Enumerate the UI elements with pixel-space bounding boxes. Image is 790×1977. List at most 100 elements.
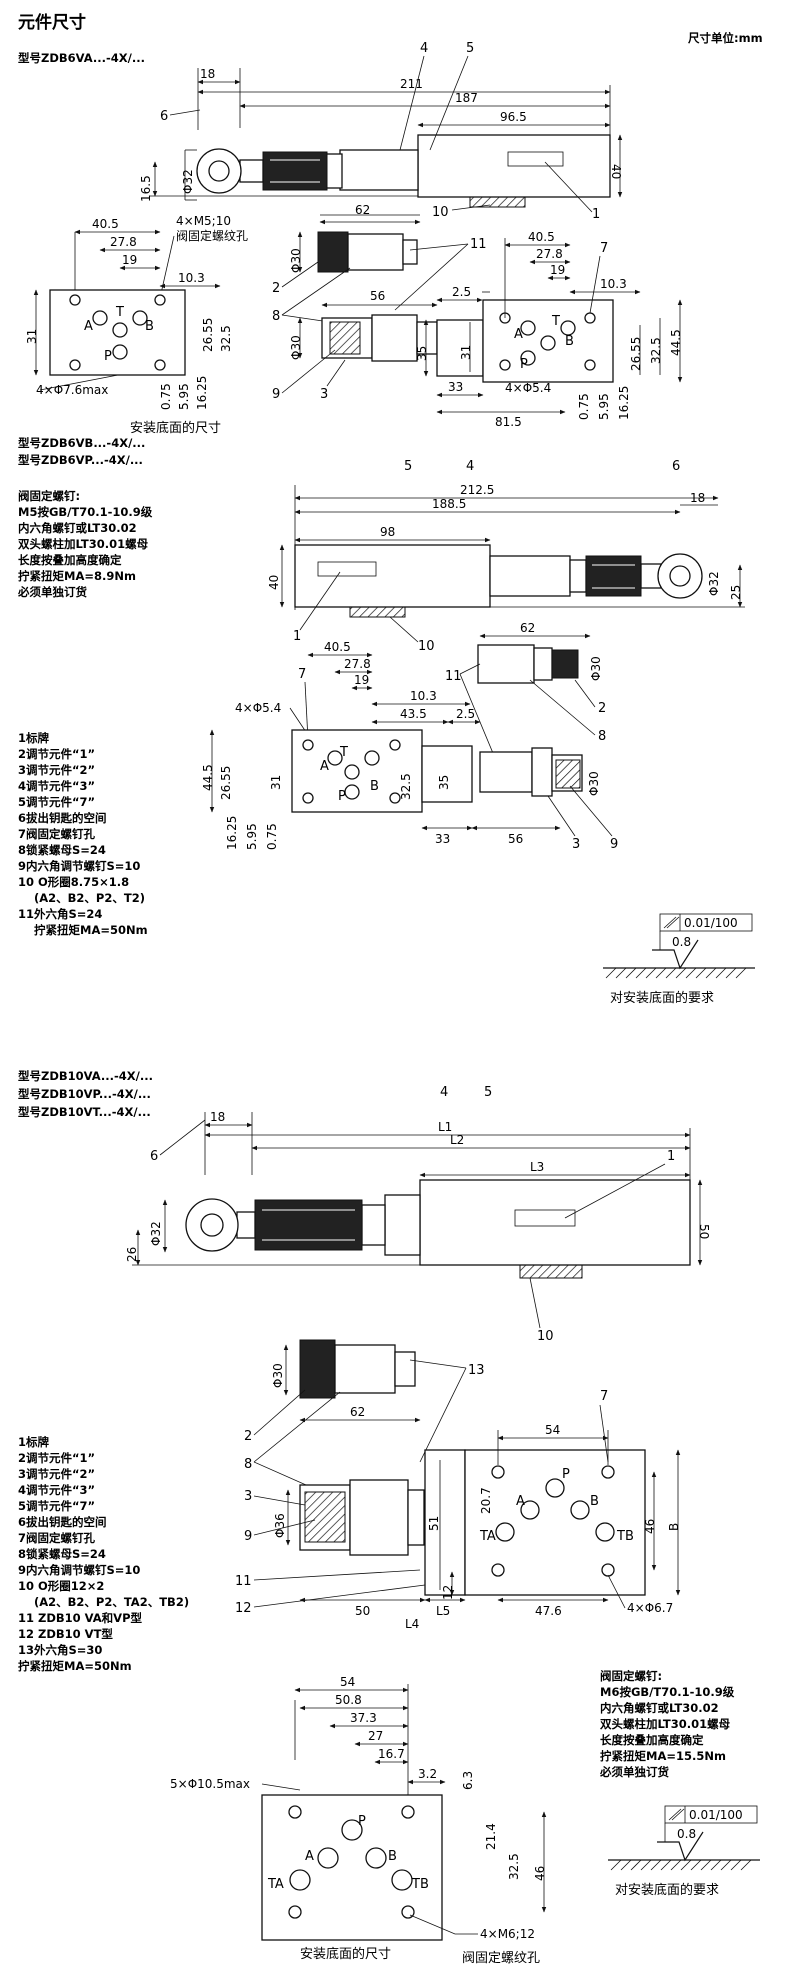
dim-33-s2: 33 [435, 832, 450, 846]
dim-40-s2: 40 [267, 575, 281, 590]
dim-12-s3: 12 [441, 1585, 455, 1600]
side-view-zdb10: 4 5 6 18 L1 L2 L3 50 [125, 1085, 711, 1344]
base-caption-zdb6va: 安装底面的尺寸 [130, 420, 221, 436]
dim-5-95-a: 5.95 [177, 383, 191, 410]
dim-26-55-a: 26.55 [201, 318, 215, 352]
dim-31-a: 31 [25, 329, 39, 344]
legend10-item-8: 9内六角调节螺钉S=10 [18, 1563, 140, 1577]
dim-56-s2: 56 [508, 832, 523, 846]
dim-50-s3-b: 50 [355, 1604, 370, 1618]
thread-m5: 4×M5;10 [176, 214, 231, 228]
dim-phi6-7-s3: 4×Φ6.7 [627, 1601, 673, 1615]
base-mount-view-zdb6va: 40.5 27.8 19 10.3 4×M5;10 阀固定螺纹孔 31 A B … [25, 214, 248, 436]
callout-8-s3: 8 [244, 1457, 252, 1472]
dim-44-5-s2: 44.5 [201, 764, 215, 791]
dim-40-5-b: 40.5 [528, 230, 555, 244]
dim-phi30-a: Φ30 [289, 248, 303, 273]
dim-50-8-s3: 50.8 [335, 1693, 362, 1707]
dim-81-5: 81.5 [495, 415, 522, 429]
port-p-right: P [520, 357, 528, 372]
port-ta-s3-top: TA [479, 1529, 496, 1544]
dim-18-s3: 18 [210, 1110, 225, 1124]
callout-5-s3: 5 [484, 1085, 492, 1100]
legend10-item-11: 11 ZDB10 VA和VP型 [18, 1611, 143, 1625]
callout-8-s2: 8 [598, 729, 606, 744]
dim-96-5: 96.5 [500, 110, 527, 124]
port-t-right: T [551, 314, 560, 329]
screw-note-1: M5按GB/T70.1-10.9级 [18, 505, 153, 519]
base-caption-zdb10: 安装底面的尺寸 [300, 1946, 391, 1962]
legend10-item-9: 10 O形圈12×2 [18, 1579, 104, 1593]
dim-26-s3: 26 [125, 1247, 139, 1262]
callout-6: 6 [160, 109, 168, 124]
legend10-item-10: (A2、B2、P2、TA2、TB2) [34, 1595, 189, 1609]
dim-40: 40 [609, 164, 623, 179]
screw-notes-zdb6: 阀固定螺钉: M5按GB/T70.1-10.9级 内六角螺钉或LT30.02 双… [17, 489, 153, 599]
dim-46-s3-a: 46 [643, 1519, 657, 1534]
port-t-s2: T [339, 745, 348, 760]
callout-11-s2: 11 [445, 669, 462, 684]
callout-3-s3: 3 [244, 1489, 252, 1504]
dim-35: 35 [415, 346, 429, 361]
dim-40-5-a: 40.5 [92, 217, 119, 231]
dim-40-5-s2: 40.5 [324, 640, 351, 654]
dim-62-s3: 62 [350, 1405, 365, 1419]
dim-L4-s3: L4 [405, 1617, 419, 1631]
screw10-note-3: 双头螺柱加LT30.01螺母 [599, 1717, 731, 1731]
element-3-zdb6va: 56 Φ30 9 3 [272, 289, 438, 402]
dim-L1: L1 [438, 1120, 452, 1134]
dim-46-s3-b: 46 [533, 1866, 547, 1881]
legend10-item-5: 6拔出钥匙的空间 [18, 1515, 107, 1529]
callout-3-s2: 3 [572, 837, 580, 852]
legend-item-0: 1标牌 [18, 731, 50, 745]
legend-zdb10: 1标牌 2调节元件“1” 3调节元件“2” 4调节元件“3” 5调节元件“7” … [18, 1435, 189, 1673]
dim-31-s2: 31 [269, 775, 283, 790]
dim-187: 187 [455, 91, 478, 105]
callout-6-s2: 6 [672, 459, 680, 474]
dim-5-95-b: 5.95 [597, 393, 611, 420]
callout-7-s3: 7 [600, 1389, 608, 1404]
dim-19-a: 19 [122, 253, 137, 267]
callout-7-s2: 7 [298, 667, 306, 682]
dim-5-95-s2: 5.95 [245, 823, 259, 850]
side-view-zdb6vb: 5 4 6 212.5 188.5 18 98 40 Φ32 [267, 459, 745, 654]
model-zdb10va: 型号ZDB10VA...-4X/... [18, 1069, 153, 1083]
dim-0-75-s2: 0.75 [265, 823, 279, 850]
dim-54-s3-b: 54 [340, 1675, 355, 1689]
dim-25-s2: 25 [729, 585, 743, 600]
roughness-caption-s3: 对安装底面的要求 [615, 1882, 719, 1898]
dim-phi30-s2-a: Φ30 [589, 656, 603, 681]
dim-50-s3: 50 [697, 1224, 711, 1239]
screw10-note-1: M6按GB/T70.1-10.9级 [600, 1685, 735, 1699]
port-a-left: A [84, 319, 93, 334]
callout-9-s2: 9 [610, 837, 618, 852]
dim-212-5: 212.5 [460, 483, 494, 497]
legend10-item-13: 13外六角S=30 [18, 1643, 102, 1657]
dim-16-25-a: 16.25 [195, 376, 209, 410]
port-p-s3-base: P [358, 1814, 366, 1829]
dim-18: 18 [200, 67, 215, 81]
dim-L5-s3: L5 [436, 1604, 450, 1618]
callout-2-s2: 2 [598, 701, 606, 716]
callout-6-s3: 6 [150, 1149, 158, 1164]
dim-44-5-b: 44.5 [669, 329, 683, 356]
dim-phi5-4: 4×Φ5.4 [505, 381, 551, 395]
dim-phi5-4-s2: 4×Φ5.4 [235, 701, 281, 715]
dim-62: 62 [355, 203, 370, 217]
legend-item-5: 6拔出钥匙的空间 [18, 811, 107, 825]
dim-26-55-s2: 26.55 [219, 766, 233, 800]
dim-10-3-b: 10.3 [600, 277, 627, 291]
legend-item-9: 10 O形圈8.75×1.8 [18, 875, 129, 889]
legend10-item-2: 3调节元件“2” [18, 1467, 95, 1481]
screw10-note-2: 内六角螺钉或LT30.02 [600, 1701, 719, 1715]
legend-zdb6: 1标牌 2调节元件“1” 3调节元件“2” 4调节元件“3” 5调节元件“7” … [18, 731, 148, 937]
callout-12-s3: 12 [235, 1601, 252, 1616]
dim-phi7-6: 4×Φ7.6max [36, 383, 108, 397]
dim-35-s2: 35 [437, 775, 451, 790]
port-p-s2: P [338, 789, 346, 804]
callout-8: 8 [272, 309, 280, 324]
dim-98: 98 [380, 525, 395, 539]
callout-11-s3: 11 [235, 1574, 252, 1589]
callout-5: 5 [466, 41, 474, 56]
dim-27-8-b: 27.8 [536, 247, 563, 261]
